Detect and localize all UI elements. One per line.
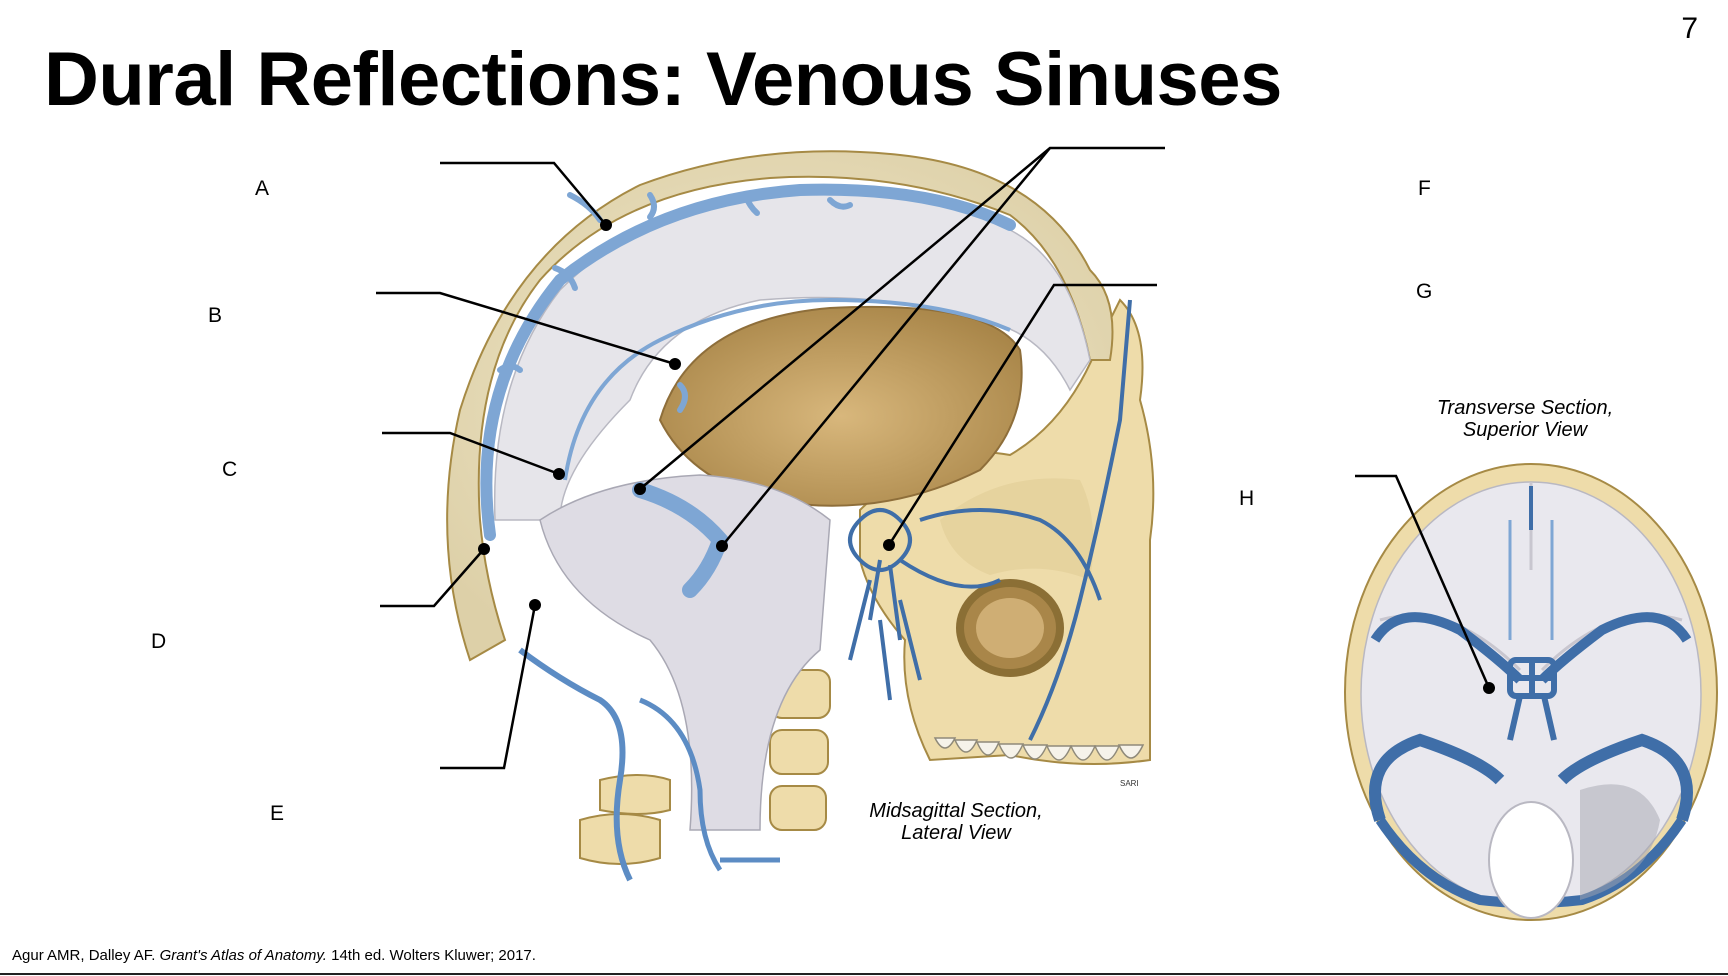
teeth — [933, 737, 1145, 761]
leader-dot-f1 — [634, 483, 646, 495]
leader-lines — [376, 146, 1491, 770]
cranial-vault-bone — [446, 150, 1114, 662]
label-d: D — [151, 630, 167, 653]
citation-details: 14th ed. Wolters Kluwer; 2017. — [331, 947, 536, 964]
foramen-magnum — [1488, 801, 1574, 919]
transverse-sinus — [1370, 612, 1692, 684]
leader-dot-g — [883, 539, 895, 551]
leader-dots — [478, 219, 1495, 694]
caption-transverse-line2: Superior View — [1462, 419, 1588, 441]
midsagittal-skull-illustration: SARI — [446, 150, 1155, 882]
citation: Agur AMR, Dalley AF. Grant's Atlas of An… — [12, 947, 536, 964]
transverse-skull-illustration — [1344, 463, 1718, 921]
caption-transverse: Transverse Section, Superior View — [1410, 397, 1640, 441]
caption-midsagittal: Midsagittal Section, Lateral View — [856, 800, 1056, 844]
label-g: G — [1416, 280, 1433, 303]
caption-transverse-line1: Transverse Section, — [1436, 397, 1614, 419]
label-b: B — [208, 304, 223, 327]
occipital-veins — [518, 647, 633, 882]
cavernous-sinus-plexus — [848, 299, 1132, 741]
leader-line-h — [1355, 474, 1491, 689]
leader-dot-f2 — [716, 540, 728, 552]
leader-line-a — [440, 161, 607, 226]
label-a: A — [255, 177, 270, 200]
leader-dot-a — [600, 219, 612, 231]
leader-line-f2 — [721, 147, 1051, 547]
citation-book: Grant's Atlas of Anatomy. — [159, 947, 327, 964]
leader-dot-d — [478, 543, 490, 555]
slide-title: Dural Reflections: Venous Sinuses — [44, 37, 1282, 122]
footer-rule — [0, 973, 1728, 975]
label-e: E — [270, 802, 285, 825]
straight-sinus — [632, 482, 730, 598]
caption-midsagittal-line2: Lateral View — [901, 822, 1011, 844]
caption-midsagittal-line1: Midsagittal Section, — [869, 800, 1043, 822]
label-f: F — [1418, 177, 1431, 200]
leader-dot-h — [1483, 682, 1495, 694]
leader-dot-e — [529, 599, 541, 611]
leader-dot-b — [669, 358, 681, 370]
citation-authors: Agur AMR, Dalley AF. — [12, 947, 156, 964]
leader-line-e — [440, 604, 537, 770]
leader-dot-c — [553, 468, 565, 480]
leader-line-d — [380, 548, 485, 608]
artist-signature: SARI — [1120, 779, 1139, 788]
leader-line-c — [382, 431, 560, 476]
label-h: H — [1239, 487, 1255, 510]
leader-line-g — [887, 283, 1157, 546]
label-c: C — [222, 458, 238, 481]
superior-sagittal-sinus — [480, 183, 1016, 541]
tentorium-cerebelli — [539, 474, 831, 831]
inferior-sagittal-sinus — [563, 297, 1011, 481]
leader-line-b — [376, 291, 676, 366]
transverse-cavernous-plexus — [1507, 657, 1557, 741]
slide-number: 7 — [1681, 12, 1698, 45]
